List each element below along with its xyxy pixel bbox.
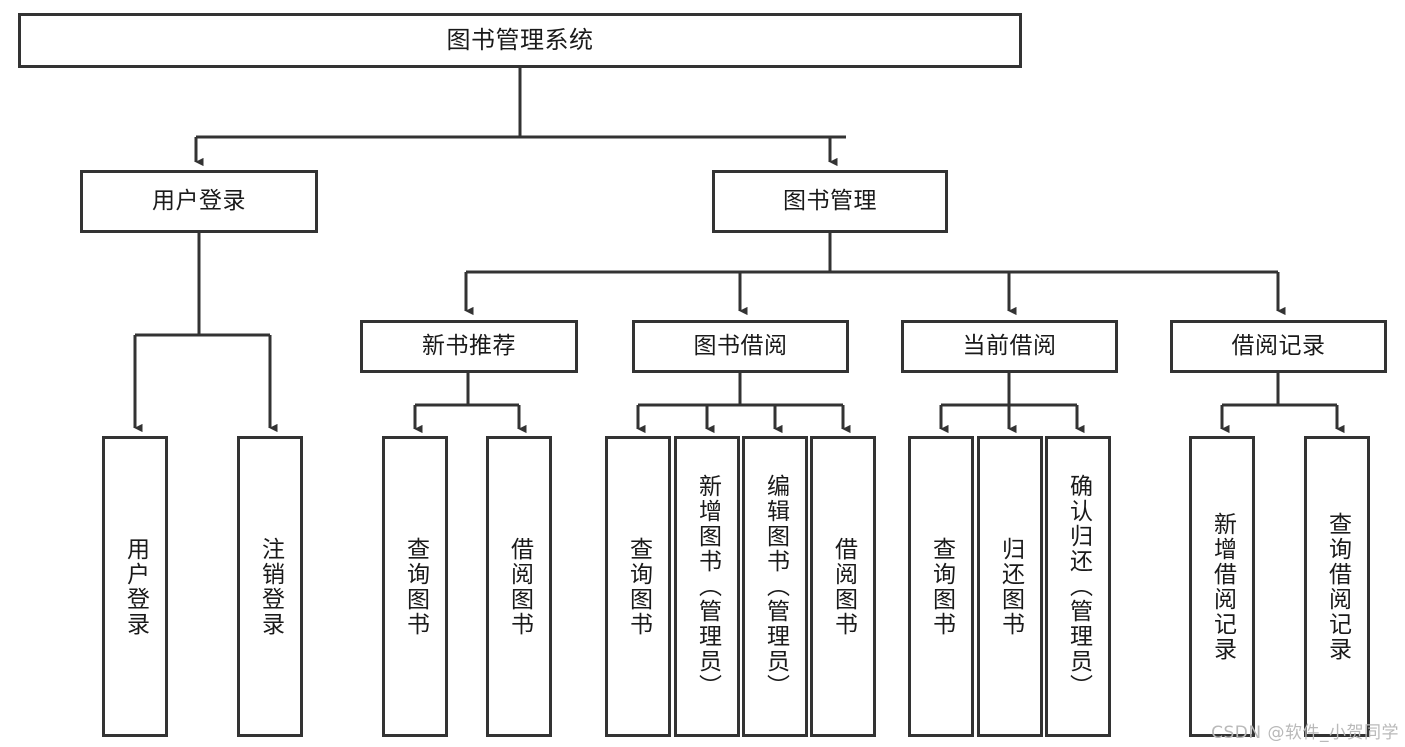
node-label: 查询借阅记录 bbox=[1324, 511, 1351, 662]
node-label: 用户登录 bbox=[122, 536, 149, 637]
node-label: 新增借阅记录 bbox=[1209, 511, 1236, 662]
leaf-record-add-record[interactable]: 新增借阅记录 bbox=[1189, 436, 1255, 737]
node-label: 图书管理 bbox=[783, 188, 877, 215]
node-label: 当前借阅 bbox=[962, 333, 1057, 360]
node-label: 借阅图书 bbox=[506, 536, 533, 637]
leaf-current-return-book[interactable]: 归还图书 bbox=[977, 436, 1043, 737]
leaf-borrow-borrow-book[interactable]: 借阅图书 bbox=[810, 436, 876, 737]
watermark-text: CSDN @软件_小贺同学 bbox=[1211, 723, 1399, 743]
node-label: 用户登录 bbox=[152, 188, 246, 215]
node-label: 查询图书 bbox=[402, 536, 429, 637]
node-label: 新书推荐 bbox=[422, 333, 516, 360]
node-label: 确认归还（管理员） bbox=[1065, 474, 1092, 699]
node-label: 借阅记录 bbox=[1231, 333, 1326, 360]
node-label: 注销登录 bbox=[257, 536, 284, 637]
node-label: 查询图书 bbox=[625, 536, 652, 637]
leaf-current-confirm-return-admin[interactable]: 确认归还（管理员） bbox=[1045, 436, 1111, 737]
node-book-management[interactable]: 图书管理 bbox=[712, 170, 948, 233]
leaf-recommend-borrow-book[interactable]: 借阅图书 bbox=[486, 436, 552, 737]
node-label: 归还图书 bbox=[997, 536, 1024, 637]
node-label: 图书管理系统 bbox=[446, 25, 594, 54]
node-label: 查询图书 bbox=[928, 536, 955, 637]
node-root-system[interactable]: 图书管理系统 bbox=[18, 13, 1022, 68]
leaf-current-query-book[interactable]: 查询图书 bbox=[908, 436, 974, 737]
node-new-book-recommend[interactable]: 新书推荐 bbox=[360, 320, 578, 373]
node-label: 编辑图书（管理员） bbox=[762, 474, 789, 699]
node-user-login[interactable]: 用户登录 bbox=[80, 170, 318, 233]
node-label: 图书借阅 bbox=[693, 333, 788, 360]
node-label: 新增图书（管理员） bbox=[694, 474, 721, 699]
leaf-borrow-add-book-admin[interactable]: 新增图书（管理员） bbox=[674, 436, 740, 737]
node-book-borrow[interactable]: 图书借阅 bbox=[632, 320, 849, 373]
node-borrow-record[interactable]: 借阅记录 bbox=[1170, 320, 1387, 373]
leaf-user-login-logout[interactable]: 注销登录 bbox=[237, 436, 303, 737]
node-current-borrow[interactable]: 当前借阅 bbox=[901, 320, 1118, 373]
leaf-borrow-query-book[interactable]: 查询图书 bbox=[605, 436, 671, 737]
leaf-borrow-edit-book-admin[interactable]: 编辑图书（管理员） bbox=[742, 436, 808, 737]
leaf-record-query-record[interactable]: 查询借阅记录 bbox=[1304, 436, 1370, 737]
node-label: 借阅图书 bbox=[830, 536, 857, 637]
leaf-recommend-query-book[interactable]: 查询图书 bbox=[382, 436, 448, 737]
leaf-user-login-login[interactable]: 用户登录 bbox=[102, 436, 168, 737]
